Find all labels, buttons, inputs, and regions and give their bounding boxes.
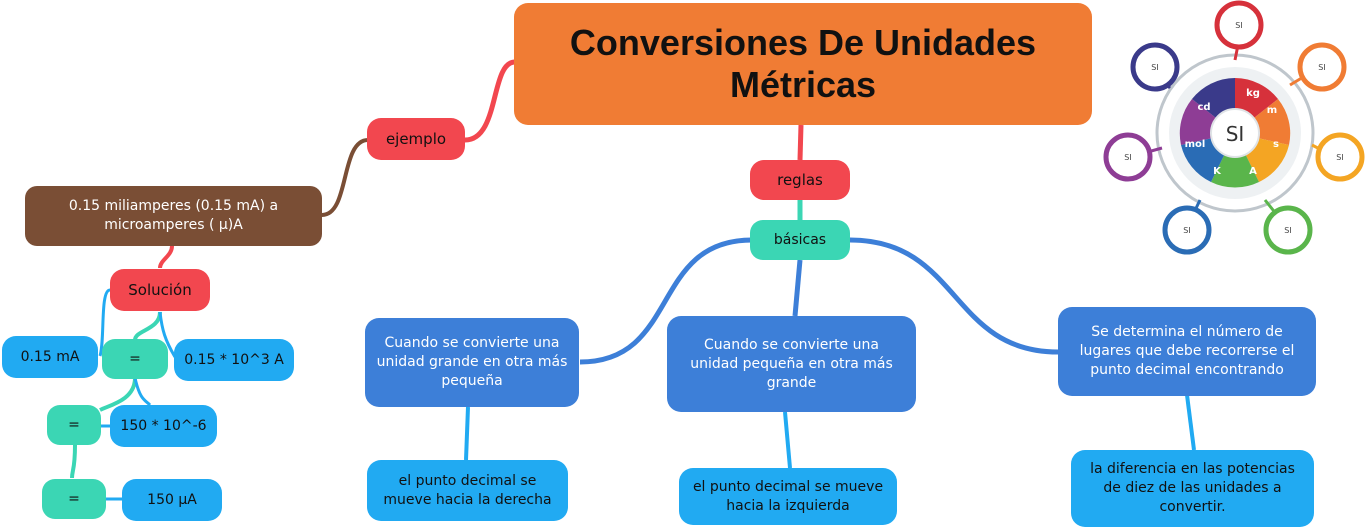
segment-label-K: K xyxy=(1213,166,1222,177)
ejemplo-node[interactable]: ejemplo xyxy=(367,118,465,160)
step-value-2-text: 0.15 * 10^3 A xyxy=(184,351,284,368)
rule-detail-2[interactable]: el punto decimal se mueve hacia la izqui… xyxy=(679,468,897,525)
si-center-label: SI xyxy=(1226,122,1245,146)
step-value-4[interactable]: 150 μA xyxy=(122,479,222,521)
step-value-3-text: 150 * 10^-6 xyxy=(120,417,207,434)
segment-label-kg: kg xyxy=(1246,88,1260,99)
rule-detail-1-text: el punto decimal se mueve hacia la derec… xyxy=(383,472,552,508)
satellite-label-1: SI xyxy=(1235,21,1242,30)
step-value-1-text: 0.15 mA xyxy=(20,348,80,365)
central-title-text: Conversiones De Unidades Métricas xyxy=(569,22,1037,105)
rule-node-1[interactable]: Cuando se convierte una unidad grande en… xyxy=(365,318,579,407)
rule-3-text: Se determina el número de lugares que de… xyxy=(1079,324,1295,378)
basicas-label: básicas xyxy=(773,231,827,248)
segment-label-A: A xyxy=(1249,166,1257,177)
equals-node-1[interactable]: = xyxy=(102,339,168,379)
rule-detail-2-text: el punto decimal se mueve hacia la izqui… xyxy=(692,478,884,514)
satellite-label-6: SI xyxy=(1124,153,1131,162)
rule-node-2[interactable]: Cuando se convierte una unidad pequeña e… xyxy=(667,316,916,412)
problem-text: 0.15 miliamperes (0.15 mA) a microampere… xyxy=(68,198,279,233)
solucion-node[interactable]: Solución xyxy=(110,269,210,311)
si-units-logo: SI SI SI SI SI SI SI kg m s A K mol cd S… xyxy=(1103,0,1365,255)
step-value-3[interactable]: 150 * 10^-6 xyxy=(110,405,217,447)
satellite-label-5: SI xyxy=(1183,226,1190,235)
equals-node-2[interactable]: = xyxy=(47,405,101,445)
si-satellites: SI SI SI SI SI SI SI xyxy=(1103,0,1365,255)
ejemplo-label: ejemplo xyxy=(385,129,447,148)
satellite-label-4: SI xyxy=(1284,226,1291,235)
segment-label-m: m xyxy=(1267,105,1277,116)
segment-label-cd: cd xyxy=(1197,102,1210,113)
step-value-2[interactable]: 0.15 * 10^3 A xyxy=(174,339,294,381)
satellite-label-3: SI xyxy=(1336,153,1343,162)
rule-detail-3-text: la diferencia en las potencias de diez d… xyxy=(1090,461,1295,515)
central-title[interactable]: Conversiones De Unidades Métricas xyxy=(514,3,1092,125)
equals-1-text: = xyxy=(129,350,141,367)
problem-node[interactable]: 0.15 miliamperes (0.15 mA) a microampere… xyxy=(25,186,322,246)
rule-detail-1[interactable]: el punto decimal se mueve hacia la derec… xyxy=(367,460,568,521)
reglas-label: reglas xyxy=(777,170,823,189)
basicas-node[interactable]: básicas xyxy=(750,220,850,260)
equals-2-text: = xyxy=(68,416,80,433)
step-value-1[interactable]: 0.15 mA xyxy=(2,336,98,378)
segment-label-s: s xyxy=(1273,139,1279,150)
solucion-label: Solución xyxy=(128,280,192,299)
rule-2-text: Cuando se convierte una unidad pequeña e… xyxy=(690,336,893,391)
rule-detail-3[interactable]: la diferencia en las potencias de diez d… xyxy=(1071,450,1314,527)
rule-node-3[interactable]: Se determina el número de lugares que de… xyxy=(1058,307,1316,396)
segment-label-mol: mol xyxy=(1185,139,1206,150)
reglas-node[interactable]: reglas xyxy=(750,160,850,200)
equals-3-text: = xyxy=(68,490,80,507)
equals-node-3[interactable]: = xyxy=(42,479,106,519)
step-value-4-text: 150 μA xyxy=(147,491,197,508)
satellite-label-7: SI xyxy=(1151,63,1158,72)
rule-1-text: Cuando se convierte una unidad grande en… xyxy=(376,335,568,389)
satellite-label-2: SI xyxy=(1318,63,1325,72)
